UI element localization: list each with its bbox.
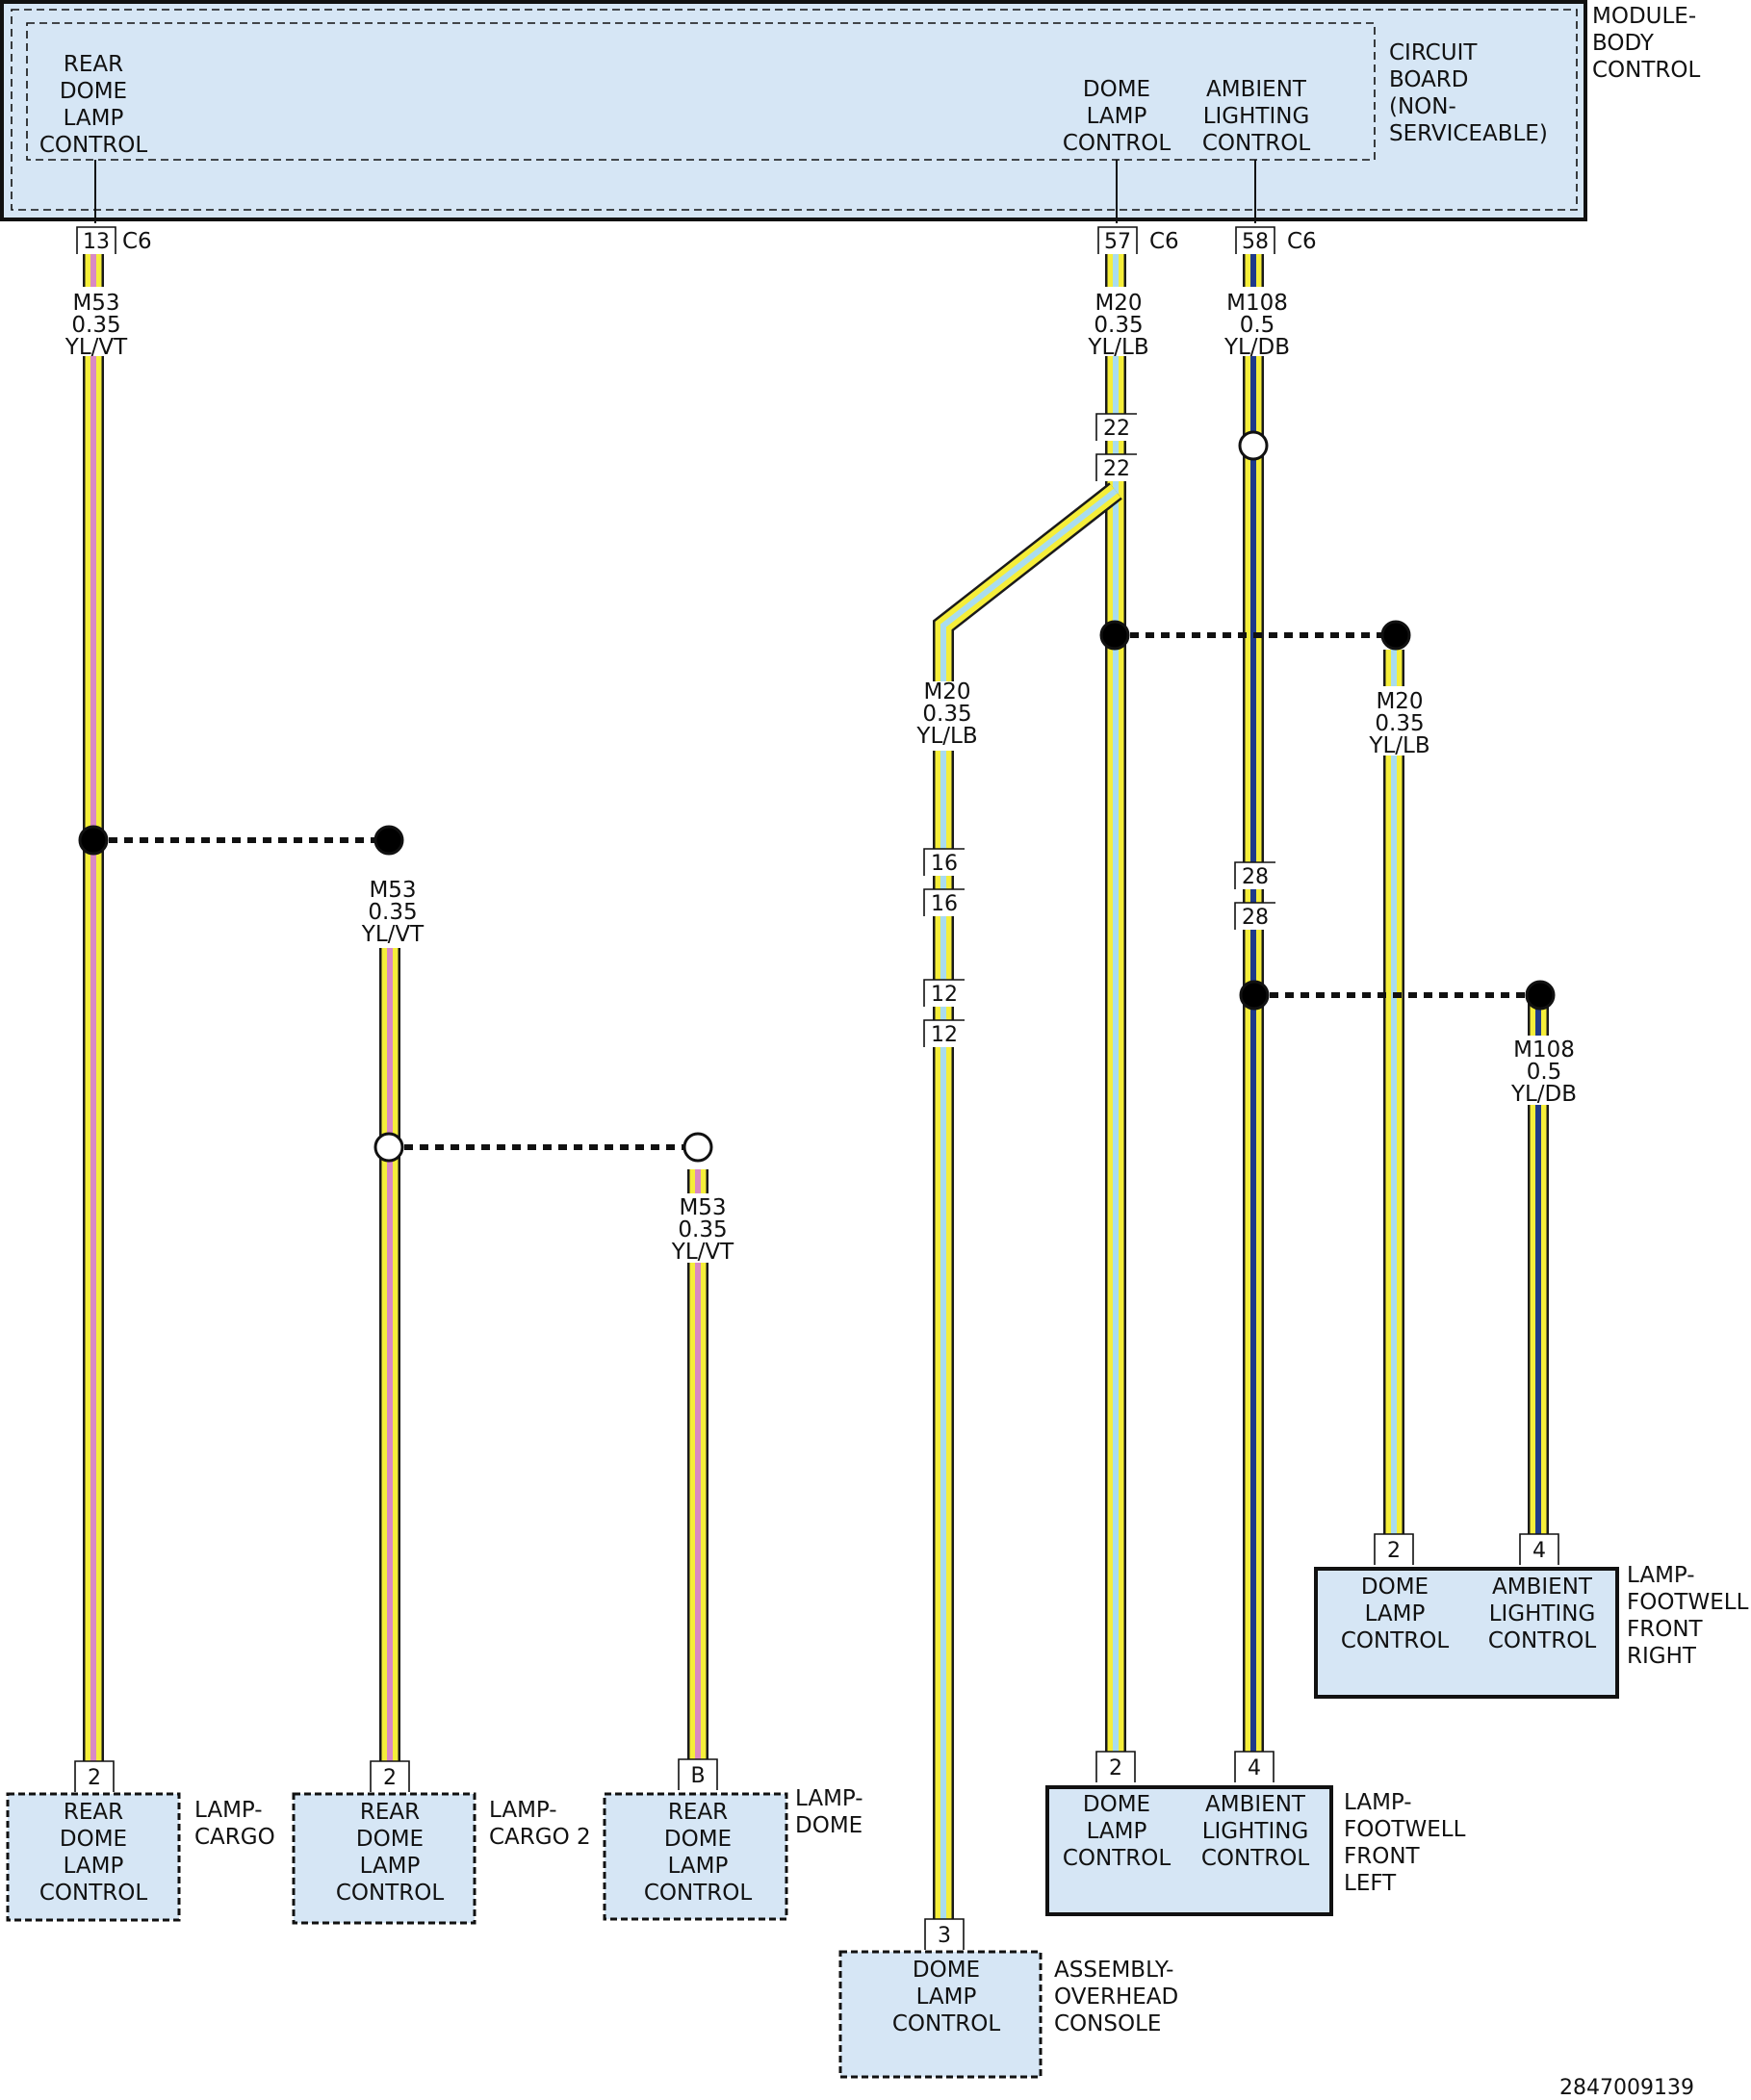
pin-fl-ambient-label: 4 <box>1248 1756 1261 1780</box>
inline-28-b: 28 <box>1234 902 1275 930</box>
lamp-dome-name: LAMP-DOME <box>795 1786 863 1838</box>
pin-57-c6: 57 <box>1097 226 1138 254</box>
pin-fr-ambient-label: 4 <box>1532 1539 1546 1563</box>
lamp-dome-box <box>603 1792 788 1921</box>
inline-16-b: 16 <box>923 888 965 916</box>
inline-12-b-label: 12 <box>931 1023 958 1047</box>
pin-overhead: 3 <box>924 1918 965 1950</box>
wire-m20-branch <box>933 482 1122 1934</box>
splice-dot <box>1525 980 1556 1011</box>
splice-dot <box>1239 980 1270 1011</box>
inline-12-b: 12 <box>923 1019 965 1047</box>
pin-fr-dome: 2 <box>1374 1533 1414 1565</box>
pin-13-c6-label: 13 <box>83 230 110 254</box>
footwell-left-box <box>1045 1785 1333 1916</box>
splice-dot <box>78 825 109 856</box>
inline-22-a: 22 <box>1095 413 1137 441</box>
inline-16-a-label: 16 <box>931 852 958 876</box>
inline-22-b-label: 22 <box>1103 457 1130 481</box>
pin-fl-ambient: 4 <box>1234 1751 1275 1782</box>
inline-28-b-label: 28 <box>1242 906 1269 930</box>
splice-open <box>373 1132 404 1163</box>
splices <box>78 430 1556 1163</box>
pin-fr-dome-label: 2 <box>1387 1539 1401 1563</box>
pin-58-c6-label: 58 <box>1242 230 1269 254</box>
c6-label-1: C6 <box>122 229 152 254</box>
splice-dot <box>1099 620 1130 651</box>
inline-16-b-label: 16 <box>931 892 958 916</box>
pin-overhead-label: 3 <box>938 1924 951 1948</box>
c6-label-2: C6 <box>1149 229 1179 254</box>
overhead-console-box <box>838 1950 1043 2079</box>
splice-open <box>1238 430 1269 461</box>
pin-cargo2-label: 2 <box>383 1766 397 1790</box>
inline-28-a: 28 <box>1234 861 1275 889</box>
pin-dome: B <box>678 1758 718 1790</box>
pin-13-c6: 13 <box>76 226 116 254</box>
inline-12-a-label: 12 <box>931 983 958 1007</box>
pin-57-c6-label: 57 <box>1104 230 1131 254</box>
inline-12-a: 12 <box>923 979 965 1007</box>
pin-dome-label: B <box>690 1764 705 1788</box>
splice-links <box>93 632 1538 1150</box>
module-body-control-box <box>0 0 1587 221</box>
lamp-cargo2-box <box>292 1792 476 1925</box>
pin-fr-ambient: 4 <box>1519 1533 1559 1565</box>
inline-22-a-label: 22 <box>1103 417 1130 441</box>
pin-cargo: 2 <box>74 1760 115 1792</box>
circuit-board-box <box>26 22 1376 161</box>
lamp-cargo2-name: LAMP-CARGO 2 <box>489 1798 591 1850</box>
inline-16-a: 16 <box>923 848 965 876</box>
footwell-right-box <box>1314 1567 1619 1699</box>
inline-22-b: 22 <box>1095 453 1137 481</box>
c6-label-3: C6 <box>1287 229 1317 254</box>
splice-dot <box>373 825 404 856</box>
pin-cargo2: 2 <box>370 1760 410 1792</box>
splice-open <box>682 1132 713 1163</box>
inline-28-a-label: 28 <box>1242 865 1269 889</box>
splice-dot <box>1380 620 1411 651</box>
pin-fl-dome-label: 2 <box>1109 1756 1122 1780</box>
module-inner-border <box>11 9 1578 211</box>
figure-id-label: 2847009139 <box>1559 2076 1694 2100</box>
lamp-cargo-name: LAMP-CARGO <box>194 1798 275 1850</box>
pin-58-c6: 58 <box>1235 226 1275 254</box>
pin-fl-dome: 2 <box>1095 1751 1136 1782</box>
pin-cargo-label: 2 <box>88 1766 101 1790</box>
lamp-cargo-box <box>6 1792 181 1922</box>
